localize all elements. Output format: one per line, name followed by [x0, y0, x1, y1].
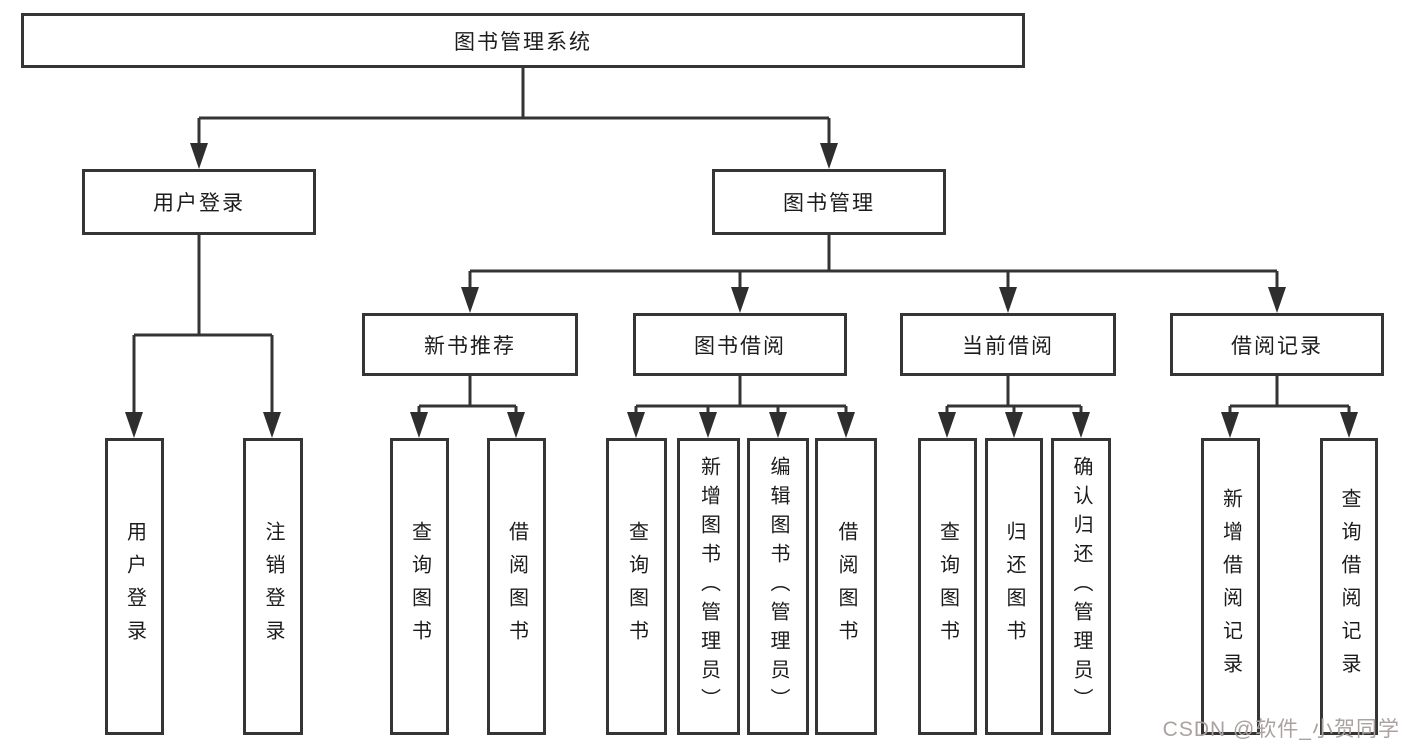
node-current-borrowing: 当前借阅: [900, 313, 1116, 376]
leaf-return-books: 归还图书: [985, 438, 1043, 735]
node-user-login: 用户登录: [82, 169, 316, 235]
leaf-query-borrow-record-label: 查询借阅记录: [1338, 487, 1360, 686]
leaf-query-books-current: 查询图书: [918, 438, 977, 735]
leaf-add-borrow-record-label: 新增借阅记录: [1219, 487, 1242, 686]
leaf-edit-books-admin-label: 编辑图书（管理员）: [767, 456, 789, 717]
leaf-borrow-books-borrowing: 借阅图书: [815, 438, 877, 735]
node-book-borrowing: 图书借阅: [633, 313, 847, 376]
leaf-query-books-recommend: 查询图书: [390, 438, 449, 735]
leaf-add-borrow-record: 新增借阅记录: [1201, 438, 1260, 735]
leaf-query-books-borrowing: 查询图书: [606, 438, 667, 735]
leaf-add-books-admin-label: 新增图书（管理员）: [697, 456, 720, 717]
leaf-user-login-label: 用户登录: [123, 520, 146, 653]
leaf-query-books-borrowing-label: 查询图书: [625, 520, 648, 653]
leaf-logout-label: 注销登录: [262, 520, 284, 653]
arrowhead-icons: [125, 143, 1358, 438]
leaf-query-borrow-record: 查询借阅记录: [1320, 438, 1378, 735]
leaf-edit-books-admin: 编辑图书（管理员）: [747, 438, 809, 735]
leaf-query-books-current-label: 查询图书: [936, 520, 959, 653]
leaf-return-books-label: 归还图书: [1003, 520, 1025, 653]
leaf-borrow-books-borrowing-label: 借阅图书: [835, 520, 857, 653]
leaf-borrow-books-recommend-label: 借阅图书: [505, 520, 528, 653]
node-new-book-recommendation: 新书推荐: [362, 313, 578, 376]
leaf-confirm-return-admin-label: 确认归还（管理员）: [1070, 456, 1092, 717]
leaf-add-books-admin: 新增图书（管理员）: [677, 438, 740, 735]
leaf-borrow-books-recommend: 借阅图书: [487, 438, 546, 735]
leaf-user-login: 用户登录: [105, 438, 164, 735]
leaf-confirm-return-admin: 确认归还（管理员）: [1051, 438, 1111, 735]
node-book-management: 图书管理: [712, 169, 946, 235]
csdn-watermark: CSDN @软件_小贺同学: [1162, 718, 1400, 741]
node-library-management-system: 图书管理系统: [21, 13, 1025, 68]
leaf-query-books-recommend-label: 查询图书: [408, 520, 431, 653]
leaf-logout: 注销登录: [243, 438, 303, 735]
node-borrowing-records: 借阅记录: [1170, 313, 1384, 376]
